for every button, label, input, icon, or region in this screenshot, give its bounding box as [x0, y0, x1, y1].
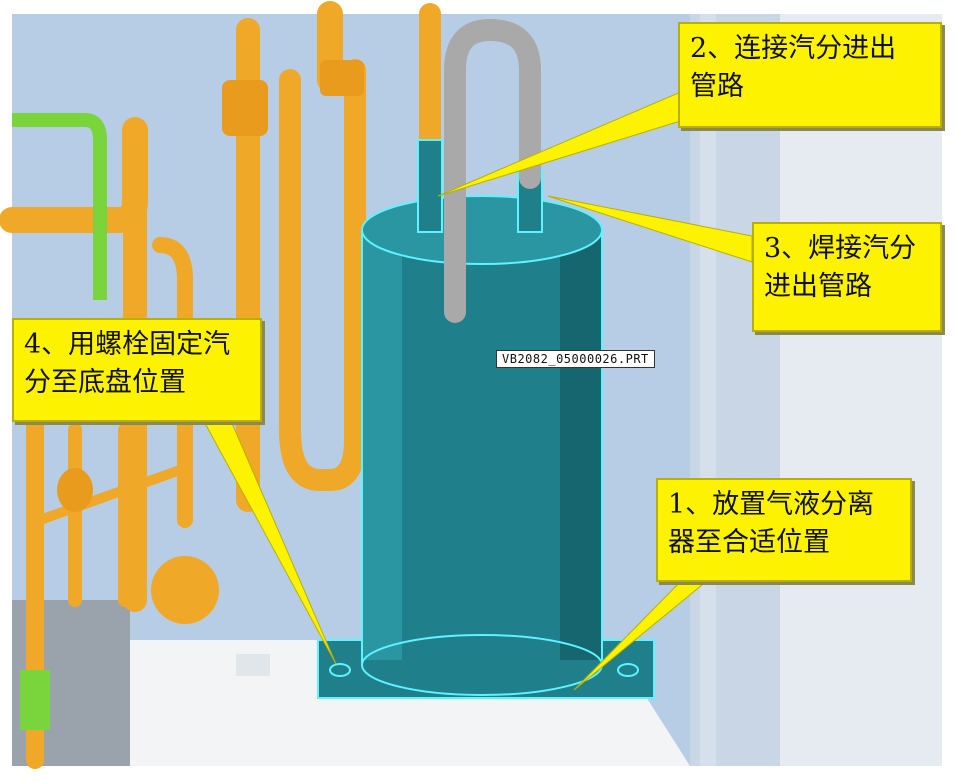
valve-bulb-small: [57, 468, 93, 512]
valve-bulb-large: [151, 556, 219, 624]
inlet-stub: [417, 139, 443, 233]
callout-step-3-line-1: 3、焊接汽分: [764, 233, 917, 264]
callout-step-1-line-2: 器至合适位置: [668, 527, 830, 558]
u-pipe: [444, 18, 541, 323]
valve-body: [222, 80, 268, 136]
callout-step-2-line-2: 管路: [690, 71, 744, 102]
callout-step-2: 2、连接汽分进出 管路: [678, 22, 942, 128]
callout-step-4-line-1: 4、用螺栓固定汽: [24, 329, 231, 360]
leader-lines: [199, 87, 753, 691]
tank-shade: [560, 230, 602, 660]
bolt-hole-right: [617, 663, 639, 677]
base-bracket: [236, 654, 270, 676]
callout-step-1-line-1: 1、放置气液分离: [668, 489, 875, 520]
callout-step-2-line-1: 2、连接汽分进出: [690, 33, 897, 64]
callout-step-4: 4、用螺栓固定汽 分至底盘位置: [12, 318, 262, 422]
callout-step-3-line-2: 进出管路: [764, 271, 872, 302]
callout-step-4-line-2: 分至底盘位置: [24, 367, 186, 398]
tank-highlight: [362, 230, 402, 660]
bolt-hole-left: [329, 663, 351, 677]
green-fitting: [20, 670, 50, 730]
callout-step-1: 1、放置气液分离 器至合适位置: [656, 478, 912, 582]
tank-top: [361, 195, 603, 265]
green-pipe: [12, 113, 107, 300]
callout-step-3: 3、焊接汽分 进出管路: [752, 222, 942, 332]
valve-fitting: [320, 60, 364, 96]
part-number-label: VB2082_05000026.PRT: [496, 350, 655, 368]
right-wall: [780, 14, 942, 766]
